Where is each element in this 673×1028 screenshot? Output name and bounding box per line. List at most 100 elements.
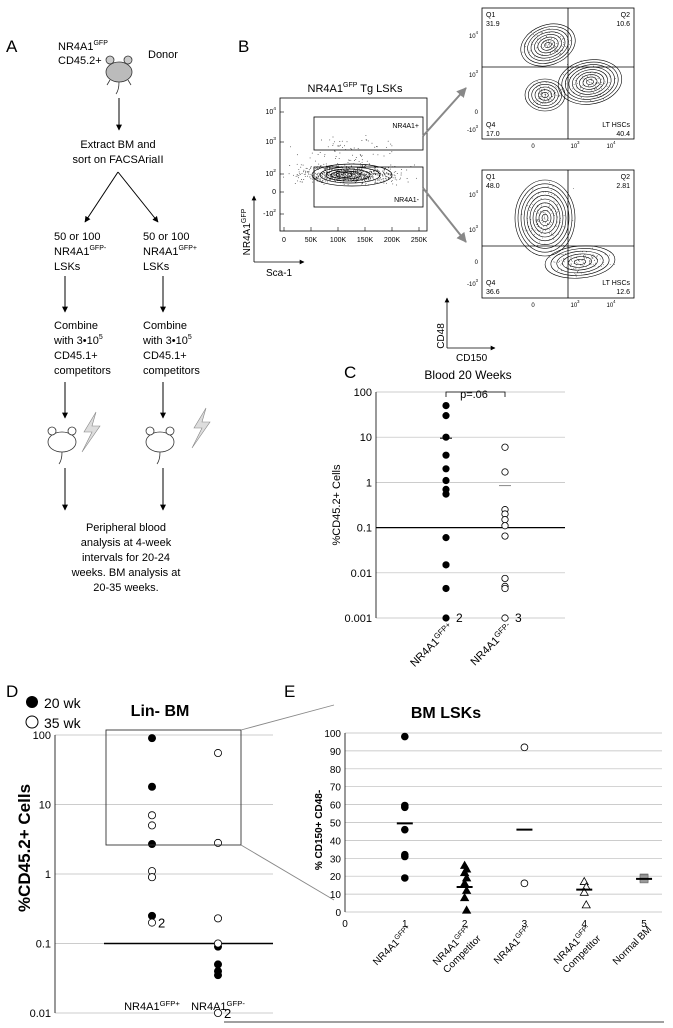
flow-event <box>531 191 532 193</box>
flow-event <box>550 189 552 191</box>
data-point <box>520 743 529 752</box>
data-point <box>147 918 156 927</box>
flow-event <box>324 175 326 177</box>
flow-event <box>350 179 352 181</box>
flow-event <box>549 93 551 95</box>
flow-event <box>391 151 393 153</box>
flow-event <box>364 174 366 176</box>
flow-event <box>589 260 591 262</box>
flow-event <box>315 176 317 178</box>
flow-event <box>522 229 524 231</box>
flow-event <box>358 171 360 172</box>
data-point <box>442 451 450 459</box>
flow-event <box>353 174 355 176</box>
flow-event <box>549 182 551 183</box>
flow-event <box>364 175 366 177</box>
flow-contour <box>535 206 555 230</box>
data-point <box>213 971 222 980</box>
flow-event <box>365 172 367 174</box>
flow-event <box>365 179 367 181</box>
flow-event <box>300 166 302 168</box>
flow-event <box>595 262 596 264</box>
flow-event <box>528 226 530 227</box>
flow-event <box>537 102 538 104</box>
flow-event <box>536 51 537 53</box>
flow-event <box>552 102 554 104</box>
flow-event <box>569 70 571 72</box>
flow-event <box>551 196 553 198</box>
category-label: NR4A1GFP+ <box>124 999 180 1013</box>
flow-event <box>390 173 392 175</box>
flow-event <box>583 257 585 259</box>
flow-event <box>385 178 387 180</box>
flow-event <box>326 168 328 170</box>
flow-event <box>550 210 552 211</box>
flow-event <box>566 232 567 234</box>
flow-event <box>295 175 297 177</box>
flow-event <box>537 220 538 222</box>
flow-event <box>545 94 547 95</box>
flow-event <box>588 82 590 83</box>
zoom-box <box>105 729 242 846</box>
flow-event <box>538 85 540 87</box>
flow-event <box>533 34 534 35</box>
flow-event <box>574 260 575 262</box>
flow-event <box>548 44 550 46</box>
flow-event <box>568 248 570 250</box>
flow-event <box>604 81 606 83</box>
flow-event <box>568 268 570 270</box>
svg-text:Q1: Q1 <box>486 12 495 19</box>
small-ytick-label: 104 <box>469 189 479 199</box>
data-point <box>501 522 509 530</box>
flow-event <box>536 196 538 198</box>
flow-event <box>539 215 540 217</box>
flow-event <box>326 171 328 172</box>
flow-event <box>538 230 539 232</box>
flow-event <box>338 158 340 160</box>
flow-event <box>535 220 537 221</box>
flow-event <box>315 178 316 180</box>
flow-event <box>534 100 536 102</box>
flow-event <box>317 177 319 179</box>
flow-event <box>337 174 339 176</box>
flow-event <box>549 196 551 197</box>
flow-event <box>353 160 355 161</box>
data-point <box>147 811 156 820</box>
flow-event <box>548 239 550 241</box>
flow-event <box>344 164 346 166</box>
flow-event <box>358 178 360 180</box>
flow-event <box>554 226 555 227</box>
category-label: NR4A1GFP- <box>191 999 245 1013</box>
flow-event <box>383 182 385 184</box>
flow-event <box>307 171 309 173</box>
flow-event <box>595 82 596 84</box>
flow-event <box>551 37 552 39</box>
flow-event <box>554 86 556 88</box>
svg-text:36.6: 36.6 <box>486 289 500 296</box>
ytick-label: 10 <box>330 890 342 901</box>
flow-event <box>552 185 554 187</box>
data-point <box>442 412 450 420</box>
flow-event <box>336 178 338 180</box>
flow-event <box>538 193 539 195</box>
flow-event <box>549 201 550 202</box>
flow-event <box>561 262 563 264</box>
panel-d: D 20 wk 35 wk Lin- BM 1001010.10.0122NR4… <box>6 682 335 1021</box>
flow-event <box>376 169 378 171</box>
flow-event <box>346 175 348 177</box>
flow-event <box>548 207 549 209</box>
flow-event <box>598 266 599 267</box>
flow-event <box>388 177 390 179</box>
flow-event <box>542 33 544 34</box>
flow-event <box>559 40 561 42</box>
flow-event <box>557 267 559 268</box>
flow-event <box>383 178 385 180</box>
flow-event <box>332 145 334 147</box>
flow-event <box>340 169 342 171</box>
flow-event <box>324 180 326 182</box>
flow-event <box>535 219 537 220</box>
flow-event <box>577 262 579 264</box>
flow-event <box>390 174 392 176</box>
